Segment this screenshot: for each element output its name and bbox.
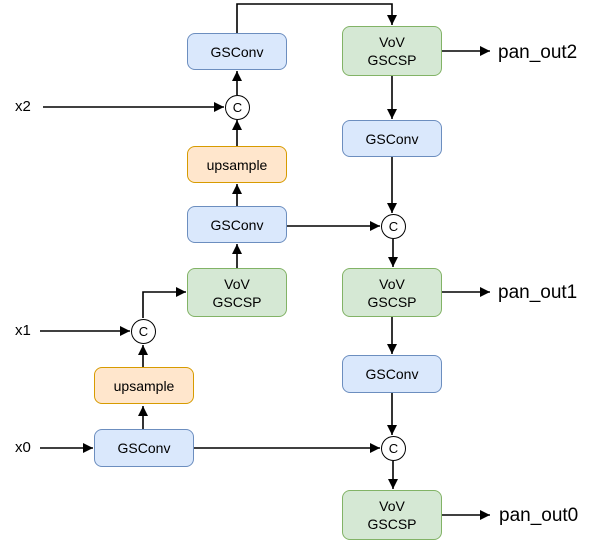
node-vov-gscsp-left: VoV GSCSP: [187, 268, 287, 317]
node-vov-gscsp-bottom-right: VoV GSCSP: [342, 490, 442, 540]
concat-label: C: [232, 100, 243, 115]
node-label: upsample: [113, 377, 175, 394]
node-gsconv-bottom-left: GSConv: [94, 429, 194, 467]
node-upsample-bottom: upsample: [94, 367, 194, 404]
output-label-pan-out1: pan_out1: [498, 282, 578, 303]
node-label: GSConv: [117, 440, 171, 456]
concat-circle-1: C: [225, 95, 250, 120]
node-label: upsample: [206, 156, 268, 173]
output-label-pan-out2: pan_out2: [498, 42, 578, 63]
node-label: GSConv: [210, 216, 264, 233]
node-gsconv-right-bottom: GSConv: [342, 355, 442, 393]
node-upsample-top: upsample: [187, 146, 287, 183]
node-vov-gscsp-top-right: VoV GSCSP: [342, 26, 442, 76]
node-gsconv-right-top: GSConv: [342, 120, 442, 157]
node-label: GSConv: [365, 130, 419, 147]
concat-circle-2: C: [381, 214, 406, 239]
node-gsconv-top: GSConv: [187, 33, 287, 70]
input-label-x0: x0: [15, 439, 31, 456]
input-label-x2: x2: [15, 98, 31, 115]
concat-circle-4: C: [131, 319, 156, 344]
output-label-pan-out0: pan_out0: [499, 505, 579, 526]
concat-label: C: [138, 324, 149, 339]
node-label-line2: GSCSP: [212, 293, 262, 310]
node-label-line2: GSCSP: [367, 293, 417, 310]
node-vov-gscsp-mid-right: VoV GSCSP: [342, 268, 442, 317]
node-label: GSConv: [365, 366, 419, 382]
concat-circle-3: C: [381, 436, 406, 461]
node-label-line2: GSCSP: [367, 516, 417, 532]
node-label-line1: VoV: [379, 34, 405, 50]
concat-label: C: [388, 441, 399, 456]
node-label-line1: VoV: [379, 275, 405, 292]
edge-concat4-to-vov-left: [142, 287, 186, 318]
node-label-line1: VoV: [224, 275, 250, 292]
node-label-line2: GSCSP: [367, 52, 417, 68]
node-gsconv-mid: GSConv: [187, 206, 287, 243]
concat-label: C: [388, 219, 399, 234]
input-label-x1: x1: [15, 322, 31, 339]
node-label-line1: VoV: [379, 498, 405, 514]
node-label: GSConv: [210, 43, 264, 60]
